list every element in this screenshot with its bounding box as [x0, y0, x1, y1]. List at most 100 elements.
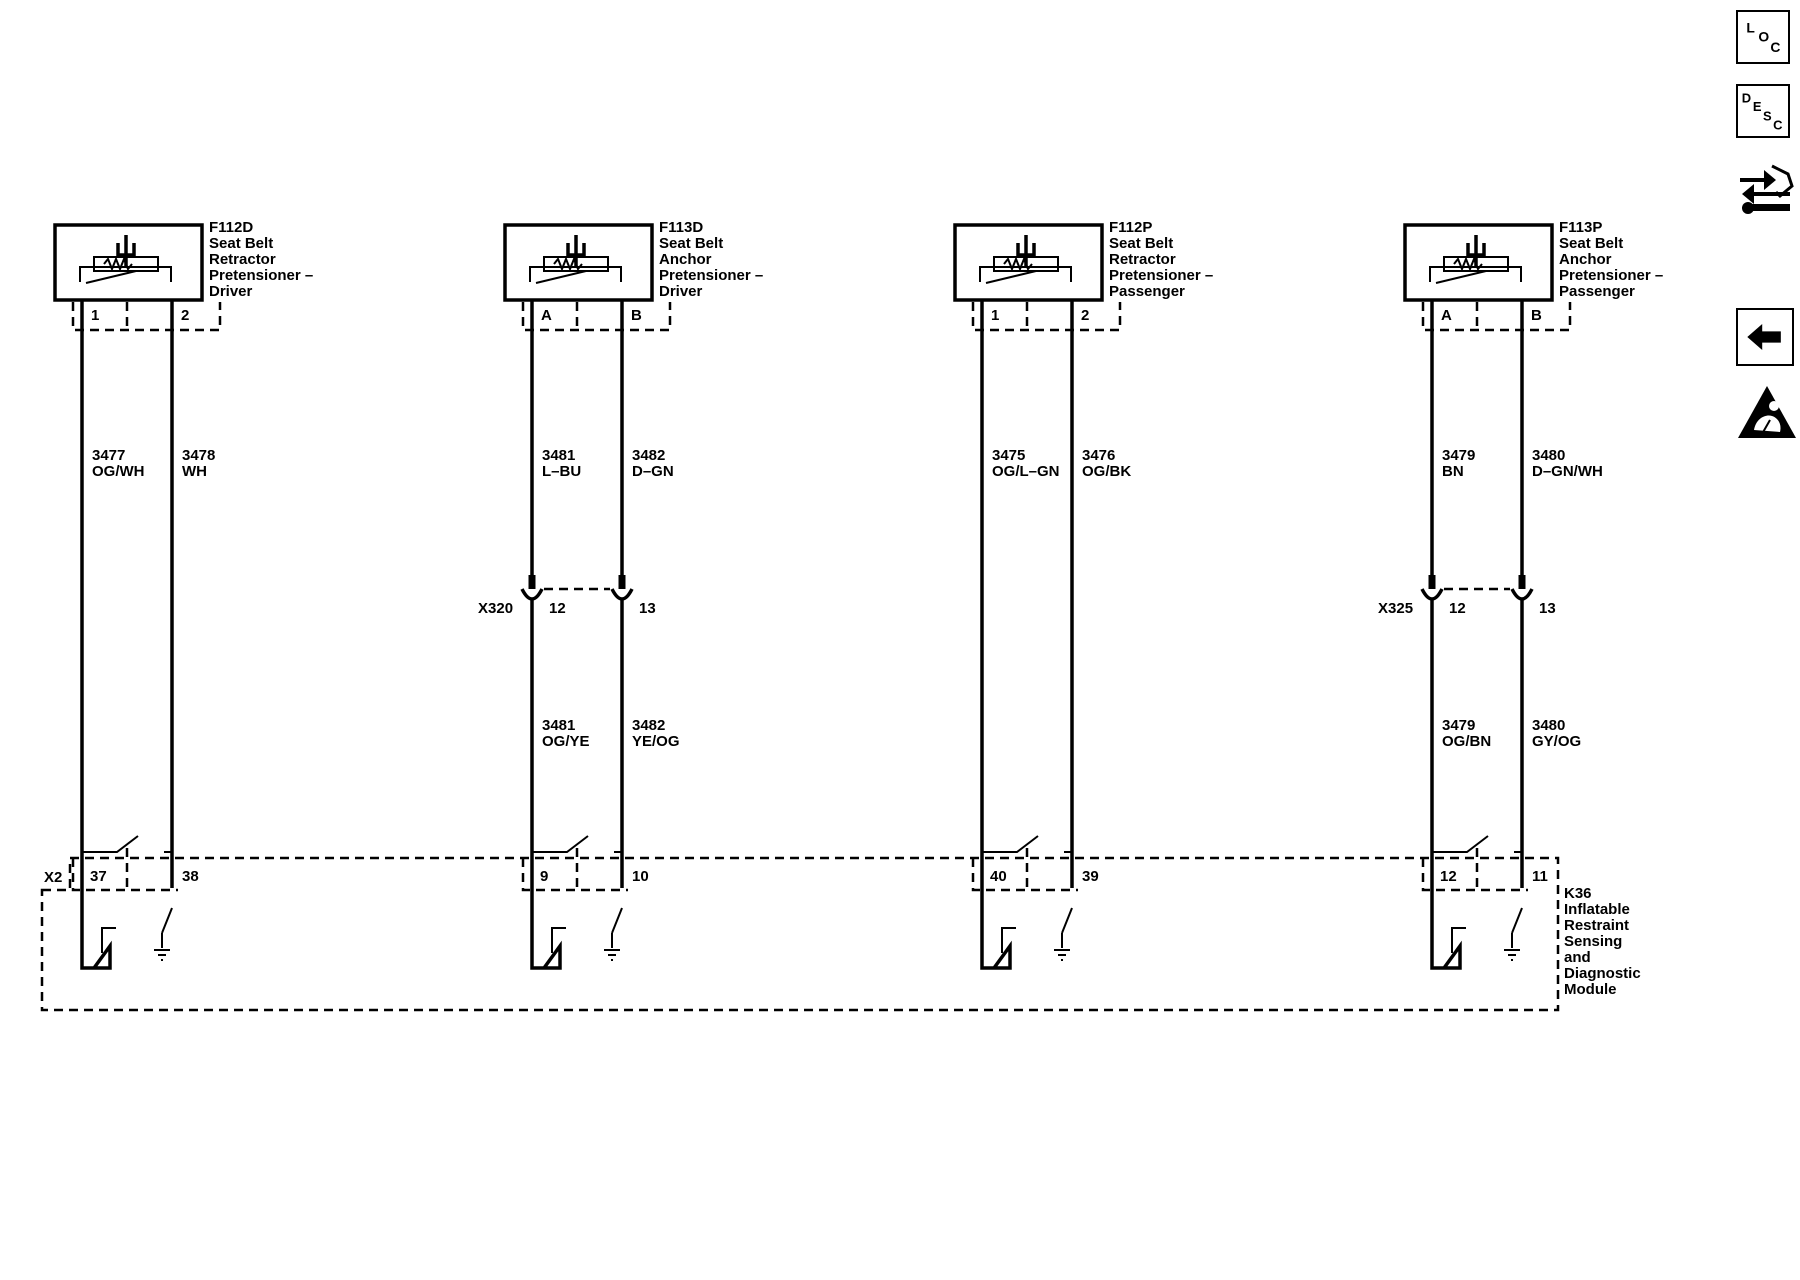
inline-connector-pin: 13 — [1539, 600, 1556, 617]
component-desc-line: Seat Belt — [659, 235, 723, 252]
component-desc-line: Pretensioner – — [209, 267, 313, 284]
ground-icon — [604, 949, 620, 961]
wire-circuit: 3477 — [92, 447, 125, 464]
module-pin: 40 — [990, 868, 1007, 885]
wire-circuit: 3479 — [1442, 447, 1475, 464]
module-pin: 10 — [632, 868, 649, 885]
component-id: F112P — [1109, 219, 1152, 236]
component-box — [1403, 223, 1554, 302]
module-desc-line: and — [1564, 949, 1591, 966]
module-connector-label: X2 — [44, 869, 62, 886]
component-desc-line: Passenger — [1559, 283, 1635, 300]
module-pin: 39 — [1082, 868, 1099, 885]
ground-icon — [1054, 949, 1070, 961]
module-pin: 38 — [182, 868, 199, 885]
component-desc-line: Seat Belt — [1109, 235, 1173, 252]
desc-letter-4: C — [1773, 118, 1782, 133]
module-desc-line: Module — [1564, 981, 1617, 998]
component-pin: 1 — [91, 307, 99, 324]
component-desc-line: Passenger — [1109, 283, 1185, 300]
wire-circuit: 3480 — [1532, 447, 1565, 464]
component-desc-line: Driver — [659, 283, 703, 300]
wire-color: OG/BN — [1442, 733, 1491, 750]
component-desc-line: Retractor — [1109, 251, 1176, 268]
desc-letter-2: E — [1753, 99, 1762, 114]
module-pin: 9 — [540, 868, 548, 885]
component-desc-line: Pretensioner – — [659, 267, 763, 284]
wire-circuit: 3476 — [1082, 447, 1115, 464]
module-desc-line: Diagnostic — [1564, 965, 1641, 982]
back-button[interactable] — [1736, 308, 1794, 366]
airbag-info-button[interactable] — [1736, 384, 1798, 442]
module-name: K36 — [1564, 885, 1592, 902]
wire-circuit: 3481 — [542, 447, 575, 464]
component-pin: B — [1531, 307, 1542, 324]
wire-circuit: 3475 — [992, 447, 1025, 464]
module-pin: 12 — [1440, 868, 1457, 885]
wire-circuit: 3481 — [542, 717, 575, 734]
component-desc-line: Pretensioner – — [1109, 267, 1213, 284]
wire-color: OG/YE — [542, 733, 590, 750]
component-desc-line: Anchor — [659, 251, 712, 268]
module-boundary — [40, 856, 1560, 1012]
module-desc-line: Sensing — [1564, 933, 1622, 950]
inline-connector-pin: 12 — [1449, 600, 1466, 617]
airbag-warning-icon — [1738, 386, 1796, 438]
wire-circuit: 3479 — [1442, 717, 1475, 734]
wire-color: GY/OG — [1532, 733, 1581, 750]
desc-letter-1: D — [1742, 91, 1751, 106]
loc-button[interactable]: L O C — [1736, 10, 1790, 64]
wire-color: OG/WH — [92, 463, 145, 480]
component-id: F113P — [1559, 219, 1602, 236]
wire-color: D–GN — [632, 463, 674, 480]
location-view-icon: L O C — [1746, 19, 1780, 55]
wire-color: D–GN/WH — [1532, 463, 1603, 480]
back-arrow-icon — [1747, 323, 1781, 351]
component-desc-line: Driver — [209, 283, 253, 300]
component-box — [53, 223, 204, 302]
component-desc-line: Pretensioner – — [1559, 267, 1663, 284]
wire-color: OG/L–GN — [992, 463, 1060, 480]
loc-letter-1: L — [1746, 19, 1755, 35]
component-desc-line: Seat Belt — [209, 235, 273, 252]
connector-tool-button[interactable] — [1732, 156, 1798, 218]
description-view-icon: D E S C — [1742, 91, 1783, 133]
inline-connector-name: X325 — [1378, 600, 1413, 617]
loc-letter-2: O — [1758, 29, 1769, 45]
component-desc-line: Retractor — [209, 251, 276, 268]
module-desc-line: Restraint — [1564, 917, 1629, 934]
component-desc-line: Anchor — [1559, 251, 1612, 268]
component-pin: A — [1441, 307, 1452, 324]
component-id: F113D — [659, 219, 703, 236]
component-id: F112D — [209, 219, 253, 236]
component-pin: B — [631, 307, 642, 324]
component-box — [503, 223, 654, 302]
wire-circuit: 3482 — [632, 717, 665, 734]
component-desc-line: Seat Belt — [1559, 235, 1623, 252]
loc-letter-3: C — [1770, 39, 1780, 55]
module-pin: 11 — [1532, 868, 1548, 885]
desc-button[interactable]: D E S C — [1736, 84, 1790, 138]
ground-icon — [154, 949, 170, 961]
wire-color: OG/BK — [1082, 463, 1131, 480]
module-pin: 37 — [90, 868, 107, 885]
connector-tool-icon — [1740, 164, 1794, 214]
wire-color: BN — [1442, 463, 1464, 480]
inline-connector-pin: 13 — [639, 600, 656, 617]
wire-color: YE/OG — [632, 733, 680, 750]
component-pin: 2 — [1081, 307, 1089, 324]
module-desc-line: Inflatable — [1564, 901, 1630, 918]
ground-icon — [1504, 949, 1520, 961]
component-pin: 2 — [181, 307, 189, 324]
desc-letter-3: S — [1763, 108, 1772, 123]
wire-color: WH — [182, 463, 207, 480]
inline-connector-pin: 12 — [549, 600, 566, 617]
inline-connector-name: X320 — [478, 600, 513, 617]
wire-circuit: 3478 — [182, 447, 215, 464]
wire-circuit: 3480 — [1532, 717, 1565, 734]
